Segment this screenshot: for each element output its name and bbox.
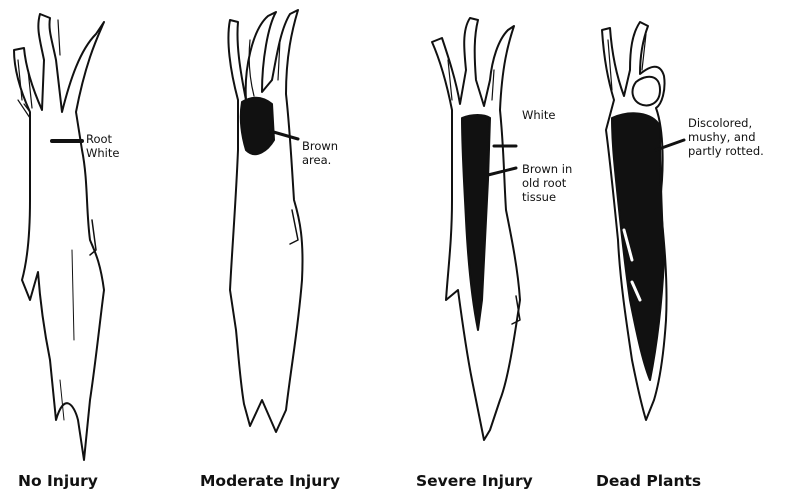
annotation-brown-area: Brown area. bbox=[302, 139, 338, 167]
caption-dead-plants: Dead Plants bbox=[596, 472, 701, 490]
annotation-white: White bbox=[522, 108, 555, 122]
root-no-injury bbox=[14, 14, 104, 460]
root-severe-injury bbox=[432, 18, 520, 440]
root-dead-plants bbox=[602, 22, 684, 420]
caption-moderate-injury: Moderate Injury bbox=[200, 472, 340, 490]
annotation-root-white: Root White bbox=[86, 132, 119, 160]
annotation-brown-old-tissue: Brown in old root tissue bbox=[522, 162, 572, 204]
annotation-discolored: Discolored, mushy, and partly rotted. bbox=[688, 116, 764, 158]
caption-no-injury: No Injury bbox=[18, 472, 98, 490]
caption-severe-injury: Severe Injury bbox=[416, 472, 533, 490]
root-moderate-injury bbox=[228, 10, 302, 432]
